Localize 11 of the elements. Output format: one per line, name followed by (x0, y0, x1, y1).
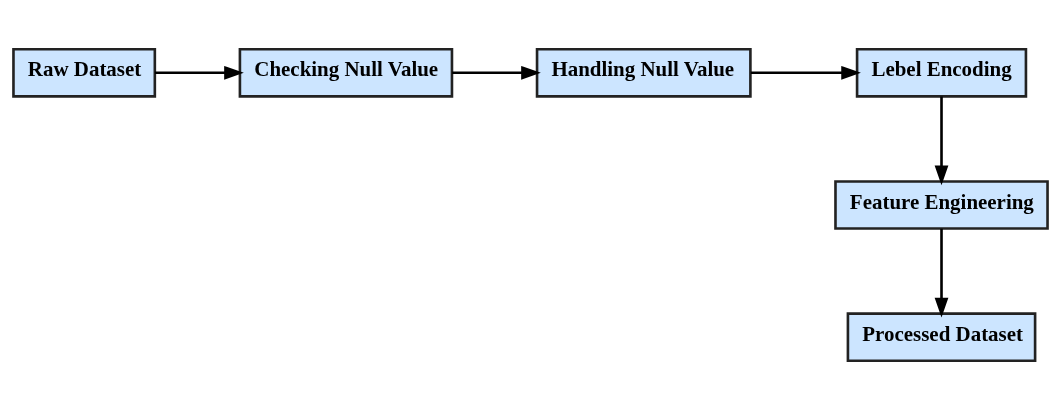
arrow (154, 65, 244, 80)
node-box: Handling Null Value (535, 47, 752, 98)
arrow (750, 65, 861, 80)
node-box: Feature Engineering (834, 180, 1049, 230)
arrow (934, 228, 949, 318)
node-box: Lebel Encoding (855, 47, 1028, 98)
node-box: Processed Dataset (846, 312, 1037, 363)
arrow (934, 96, 949, 186)
node-box: Checking Null Value (238, 47, 454, 98)
node-box: Raw Dataset (12, 47, 157, 98)
arrow (452, 65, 541, 80)
